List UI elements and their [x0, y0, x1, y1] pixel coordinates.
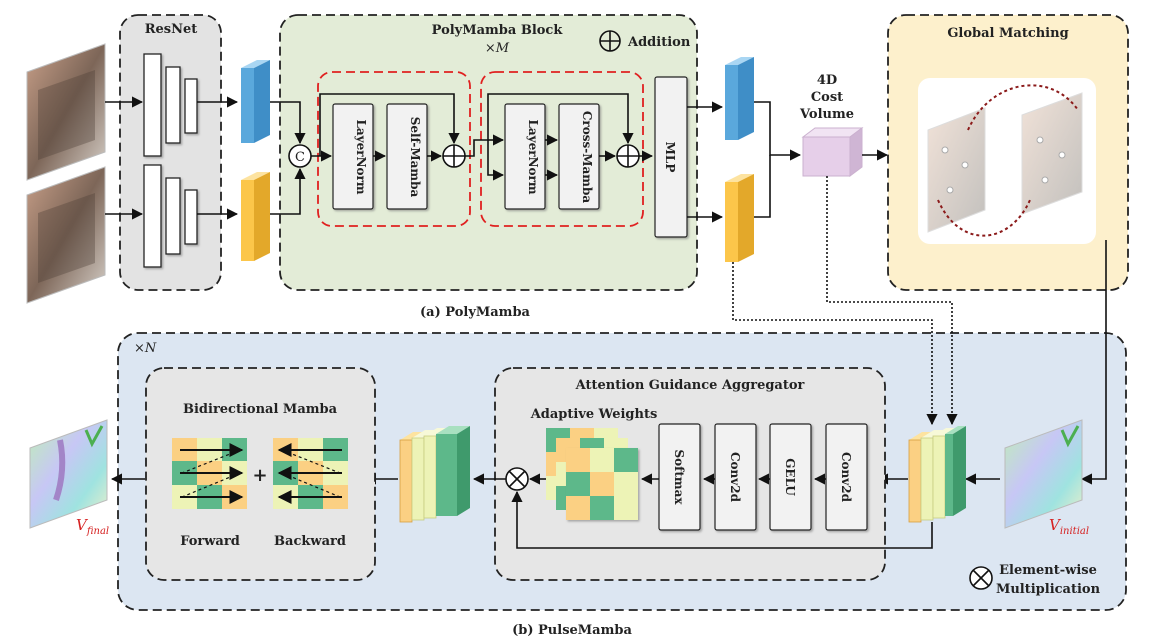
- backward-label: Backward: [274, 534, 346, 549]
- addition-legend-label: Addition: [627, 35, 691, 50]
- feature-map-blue-2: [725, 57, 754, 140]
- v-final-image: [29, 419, 108, 529]
- resnet-encoder-bottom: [143, 164, 198, 268]
- cost-volume-cube: [801, 127, 864, 177]
- addition-legend: Addition: [599, 30, 691, 52]
- v-initial-sub: initial: [1060, 526, 1089, 537]
- polymamba-caption: (a) PolyMamba: [420, 305, 530, 320]
- v-final-sub: final: [86, 526, 109, 537]
- global-matching-title: Global Matching: [947, 26, 1068, 41]
- multiplication-legend-line2: Multiplication: [996, 582, 1101, 597]
- conv2d-label-2: Conv2d: [839, 452, 853, 503]
- backward-scan-grid: [273, 438, 348, 509]
- stacked-features-middle: [399, 426, 470, 523]
- self-mamba-group: [317, 71, 471, 227]
- plus-symbol: +: [252, 465, 267, 486]
- softmax-label: Softmax: [672, 449, 686, 505]
- matching-frame-right: [1021, 92, 1083, 215]
- concat-node: C: [288, 144, 312, 168]
- softmax-block: Softmax: [658, 423, 701, 531]
- bidirectional-mamba-title: Bidirectional Mamba: [183, 402, 338, 417]
- forward-scan-grid: [172, 438, 247, 509]
- conv2d-label-1: Conv2d: [728, 452, 742, 503]
- multiplication-legend: Element-wise Multiplication: [969, 563, 1101, 597]
- cross-mamba-block: Cross-Mamba: [558, 103, 600, 210]
- cost-volume-line1: 4D: [817, 73, 837, 88]
- forward-label: Forward: [180, 534, 240, 549]
- self-mamba-label: Self-Mamba: [408, 117, 422, 198]
- feature-map-orange-1: [241, 172, 270, 261]
- aggregator-title: Attention Guidance Aggregator: [575, 378, 805, 393]
- adaptive-weights-label: Adaptive Weights: [530, 407, 658, 422]
- layernorm-block-1: LayerNorm: [332, 103, 374, 210]
- matching-frame-left: [927, 107, 986, 233]
- conv2d-block-1: Conv2d: [714, 423, 757, 531]
- input-frame-1: [26, 43, 106, 181]
- v-initial-label: Vinitial: [1049, 516, 1089, 537]
- v-final-main: V: [76, 516, 89, 534]
- feature-map-blue-1: [241, 60, 270, 143]
- feature-map-orange-2: [725, 174, 754, 262]
- matching-arc-top: [967, 84, 1079, 131]
- gelu-label: GELU: [783, 458, 797, 496]
- v-initial-main: V: [1049, 516, 1062, 534]
- cost-volume-line2: Cost: [811, 90, 843, 105]
- mlp-block: MLP: [654, 76, 688, 238]
- cost-volume-line3: Volume: [799, 107, 854, 122]
- addition-node-2: [616, 144, 640, 168]
- layernorm-label-2: LayerNorm: [526, 119, 540, 194]
- polymamba-block-title: PolyMamba Block: [432, 23, 564, 38]
- mlp-label: MLP: [663, 142, 677, 173]
- resnet-encoder-top: [143, 53, 198, 157]
- concat-symbol: C: [295, 150, 305, 165]
- v-initial-image: [1004, 419, 1083, 529]
- multiplication-legend-line1: Element-wise: [999, 563, 1097, 578]
- layernorm-block-2: LayerNorm: [504, 103, 546, 210]
- resnet-title: ResNet: [145, 22, 198, 37]
- adaptive-weight-grids: [546, 428, 638, 520]
- pulsemamba-section: ×N Vinitial Attention Guidance Aggre: [29, 176, 1127, 638]
- v-final-label: Vfinal: [76, 516, 109, 537]
- pulsemamba-caption: (b) PulseMamba: [512, 623, 632, 638]
- polymamba-block-repeat: ×M: [485, 41, 510, 56]
- pulsemamba-repeat: ×N: [134, 341, 157, 356]
- gelu-block: GELU: [769, 423, 812, 531]
- multiplication-node: [505, 467, 529, 491]
- stacked-features-right: [908, 426, 966, 523]
- matching-arc-bottom: [937, 199, 1031, 237]
- bidirectional-mamba-panel: [145, 367, 376, 581]
- layernorm-label-1: LayerNorm: [354, 119, 368, 194]
- input-frame-2: [26, 166, 106, 304]
- cross-mamba-group: [480, 71, 644, 227]
- conv2d-block-2: Conv2d: [825, 423, 868, 531]
- polymamba-section: ResNet PolyMamba Block ×M: [26, 14, 1129, 320]
- self-mamba-block: Self-Mamba: [386, 103, 428, 210]
- cross-mamba-label: Cross-Mamba: [580, 111, 594, 204]
- addition-node-1: [442, 144, 466, 168]
